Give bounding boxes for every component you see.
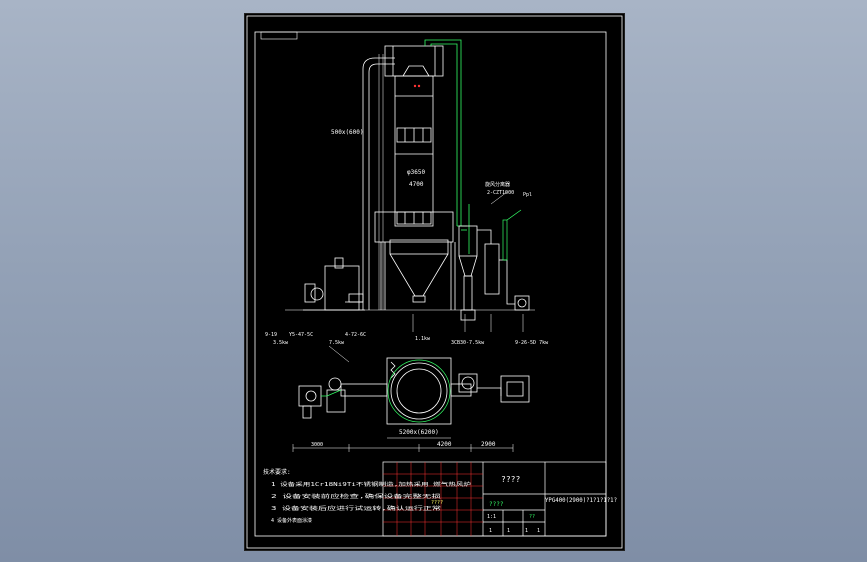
label-cyclone-2: 2-CZT1000 <box>487 190 514 196</box>
title-company: ???? <box>501 475 520 484</box>
label-plan-4: 3000 <box>311 442 323 448</box>
label-bottom-2: 3CB30-7.5kw <box>451 340 485 346</box>
plan-left-green <box>321 389 342 397</box>
title-num-3: 1 <box>525 528 528 534</box>
label-fan-mid-model: 4-72-6C <box>345 332 366 338</box>
title-cell-c: 1:1 <box>487 514 496 520</box>
title-drawing-no: YPG400(2900)?1?1?1?1? <box>545 497 617 504</box>
engineering-drawing: 500x(600) φ3650 4700 旋风分离器 2-CZT1000 Ppl… <box>246 15 623 549</box>
title-num-2: 1 <box>507 528 510 534</box>
title-num-4: 1 <box>537 528 540 534</box>
plan-dimensions <box>292 437 514 452</box>
label-height-dim: 500x(600) <box>331 129 364 136</box>
notes-item-3: 3 设备安装后应进行试运转,确认运行正常 <box>271 505 441 512</box>
title-cell-b: ???? <box>431 500 443 506</box>
label-small: Ppl <box>523 192 532 198</box>
notes-item-2: 2 设备安装前应检查,确保设备完整无损 <box>271 493 441 500</box>
label-dia-lower: 4700 <box>409 181 424 188</box>
corner-tag <box>260 31 298 40</box>
label-plan-1: 5200x(6200) <box>399 429 439 436</box>
title-block <box>382 461 607 537</box>
tower-ladder <box>378 54 384 310</box>
label-cyclone-1: 旋风分离器 <box>485 181 510 188</box>
exhaust-duct <box>424 39 470 254</box>
label-fan-left-model: Y5-47-5C <box>289 332 313 338</box>
label-bottom-1: 1.1kw <box>415 336 431 342</box>
drawing-sheet: 500x(600) φ3650 4700 旋风分离器 2-CZT1000 Ppl… <box>244 13 625 551</box>
marker-dots <box>413 84 421 88</box>
outer-frame <box>246 15 623 549</box>
hot-air-duct <box>345 57 395 310</box>
dryer-tower <box>374 45 456 310</box>
left-fan-assembly <box>303 257 365 311</box>
label-dia-upper: φ3650 <box>407 169 425 176</box>
notes-item-1: 1 设备采用1Cr18Ni9Ti不锈钢制造,加热采用 燃气热风炉 <box>271 481 471 488</box>
title-grid-red <box>383 462 483 536</box>
label-fan-left-power: 3.5kw <box>273 340 289 346</box>
title-num-1: 1 <box>489 528 492 534</box>
title-cell-d: ?? <box>529 514 535 520</box>
notes-title: 技术要求: <box>263 468 291 476</box>
title-cell-a: ???? <box>489 501 504 508</box>
plan-chamber-green <box>387 359 451 423</box>
label-plan-3: 2900 <box>481 441 496 448</box>
label-fan-mid-power: 7.5kw <box>329 340 345 346</box>
plan-left-fans <box>298 377 346 419</box>
plan-ducts <box>340 373 530 403</box>
leader-lines <box>328 191 524 363</box>
label-plan-2: 4200 <box>437 441 452 448</box>
cyclone-separator <box>458 225 530 321</box>
right-pipe <box>502 209 522 261</box>
plan-chamber <box>386 357 452 425</box>
label-bottom-3: 9-26-5D 7kw <box>515 340 549 346</box>
notes-item-4: 4 设备外表面涂漆 <box>271 517 312 524</box>
label-fan-left-a: 9-19 <box>265 332 277 338</box>
